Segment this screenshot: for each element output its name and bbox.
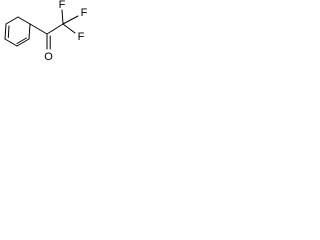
carbonyl-double-bond	[46, 33, 51, 50]
ring-bond-left	[4, 23, 7, 40]
cf-bond-right	[62, 15, 79, 25]
fluorine-label-2: F	[81, 7, 88, 19]
ring-to-carbonyl-bond	[29, 23, 48, 35]
ring-bond-top-right	[28, 23, 31, 40]
oxygen-label: O	[44, 51, 53, 63]
ring-bond-upper-left	[5, 16, 19, 25]
ring-double-bond-inner-left	[7, 25, 10, 38]
ring-bond-right	[16, 38, 30, 47]
fluorine-label-3: F	[78, 31, 85, 43]
chemical-structure-diagram: O F F F	[4, 0, 88, 63]
cf-bond-top	[61, 9, 64, 25]
cyclohexadiene-ring	[4, 16, 31, 47]
ring-bond-top-left	[17, 16, 31, 25]
fluorine-label-1: F	[59, 0, 66, 11]
carbonyl-to-cf3-bond	[46, 23, 64, 35]
ring-bond-bottom	[4, 38, 18, 47]
cf-bond-bottom	[62, 23, 76, 34]
ring-double-bond-inner-right	[16, 37, 27, 44]
